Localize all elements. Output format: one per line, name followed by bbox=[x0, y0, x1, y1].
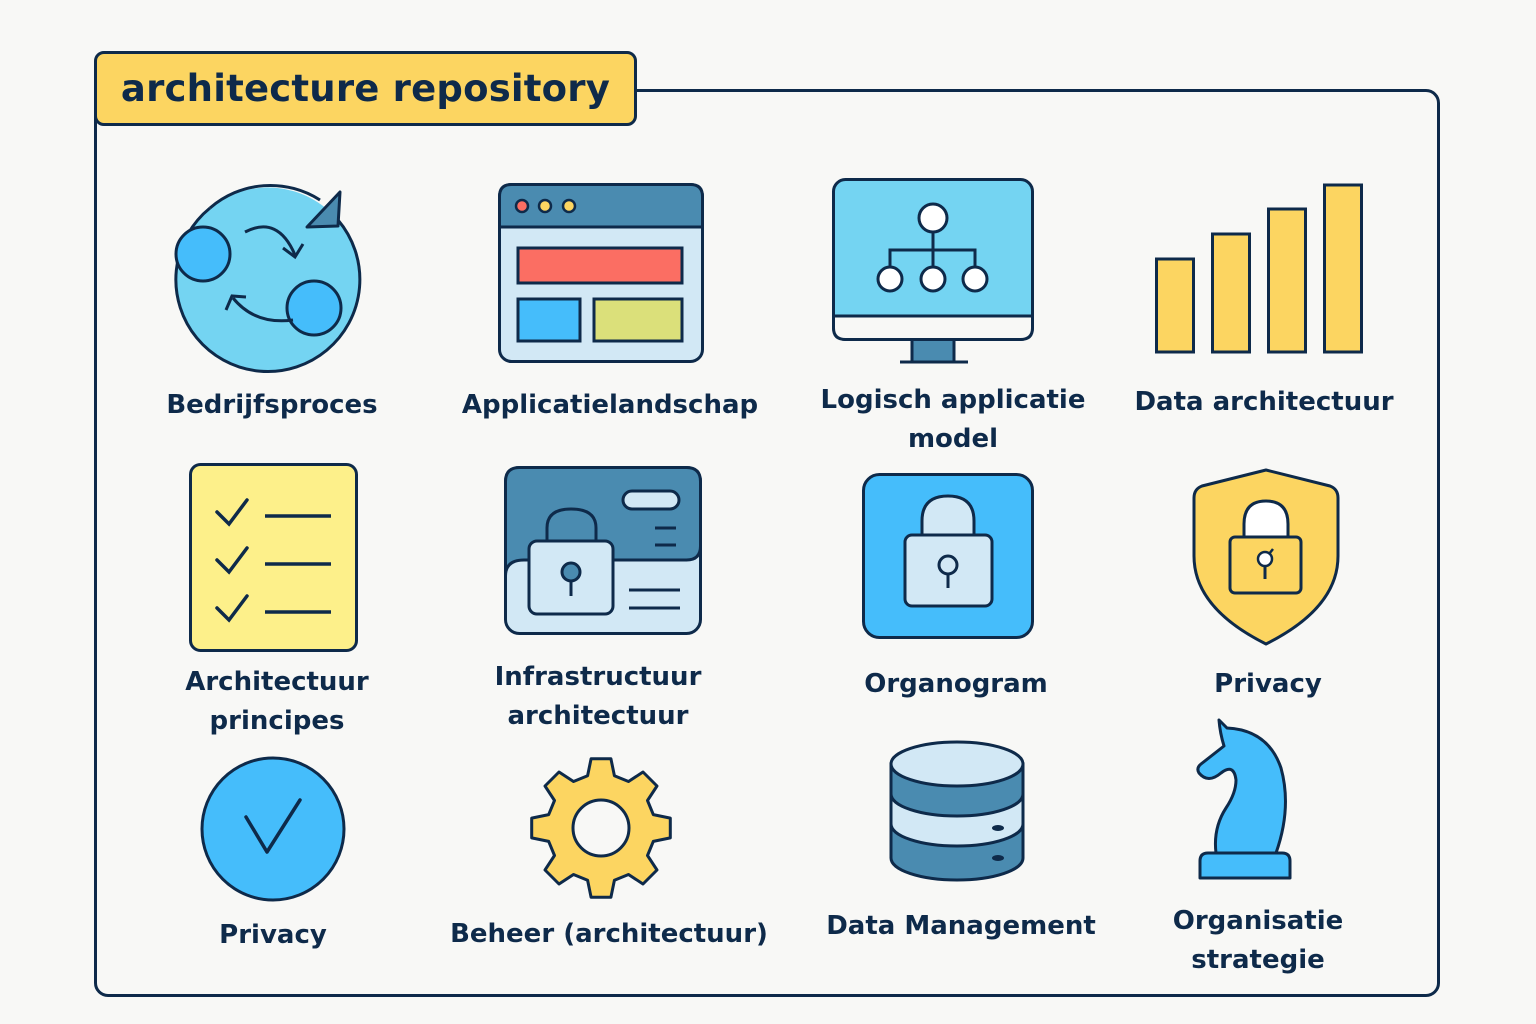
tile-label: Data architectuur bbox=[1134, 387, 1394, 417]
tile-label: Organisatie strategie bbox=[1172, 906, 1344, 975]
repository-frame bbox=[94, 89, 1440, 997]
tile-label: Beheer (architectuur) bbox=[450, 919, 768, 949]
bar-chart-icon bbox=[1155, 183, 1363, 354]
database-icon bbox=[889, 740, 1025, 882]
tile-label: Architectuur principes bbox=[185, 667, 369, 736]
shield-lock-icon bbox=[1192, 468, 1340, 646]
tile-label: Logisch applicatie model bbox=[820, 385, 1086, 454]
secure-card-icon bbox=[504, 466, 702, 635]
tile-label: Infrastructuur architectuur bbox=[494, 662, 702, 731]
page-title: architecture repository bbox=[94, 51, 637, 126]
tile-label: Privacy bbox=[219, 920, 327, 950]
browser-window-icon bbox=[498, 183, 704, 363]
tile-label: Applicatielandschap bbox=[461, 390, 759, 420]
monitor-hierarchy-icon bbox=[832, 178, 1034, 364]
checkmark-circle-icon bbox=[200, 756, 346, 902]
tile-label: Organogram bbox=[864, 669, 1048, 699]
tile-label: Bedrijfsproces bbox=[166, 390, 378, 420]
checklist-icon bbox=[189, 463, 358, 652]
tile-label: Data Management bbox=[826, 911, 1096, 941]
chess-knight-icon bbox=[1196, 718, 1292, 880]
tile-label: Privacy bbox=[1214, 669, 1322, 699]
padlock-icon bbox=[862, 473, 1034, 639]
process-cycle-icon bbox=[174, 183, 362, 373]
gear-icon bbox=[530, 757, 672, 899]
